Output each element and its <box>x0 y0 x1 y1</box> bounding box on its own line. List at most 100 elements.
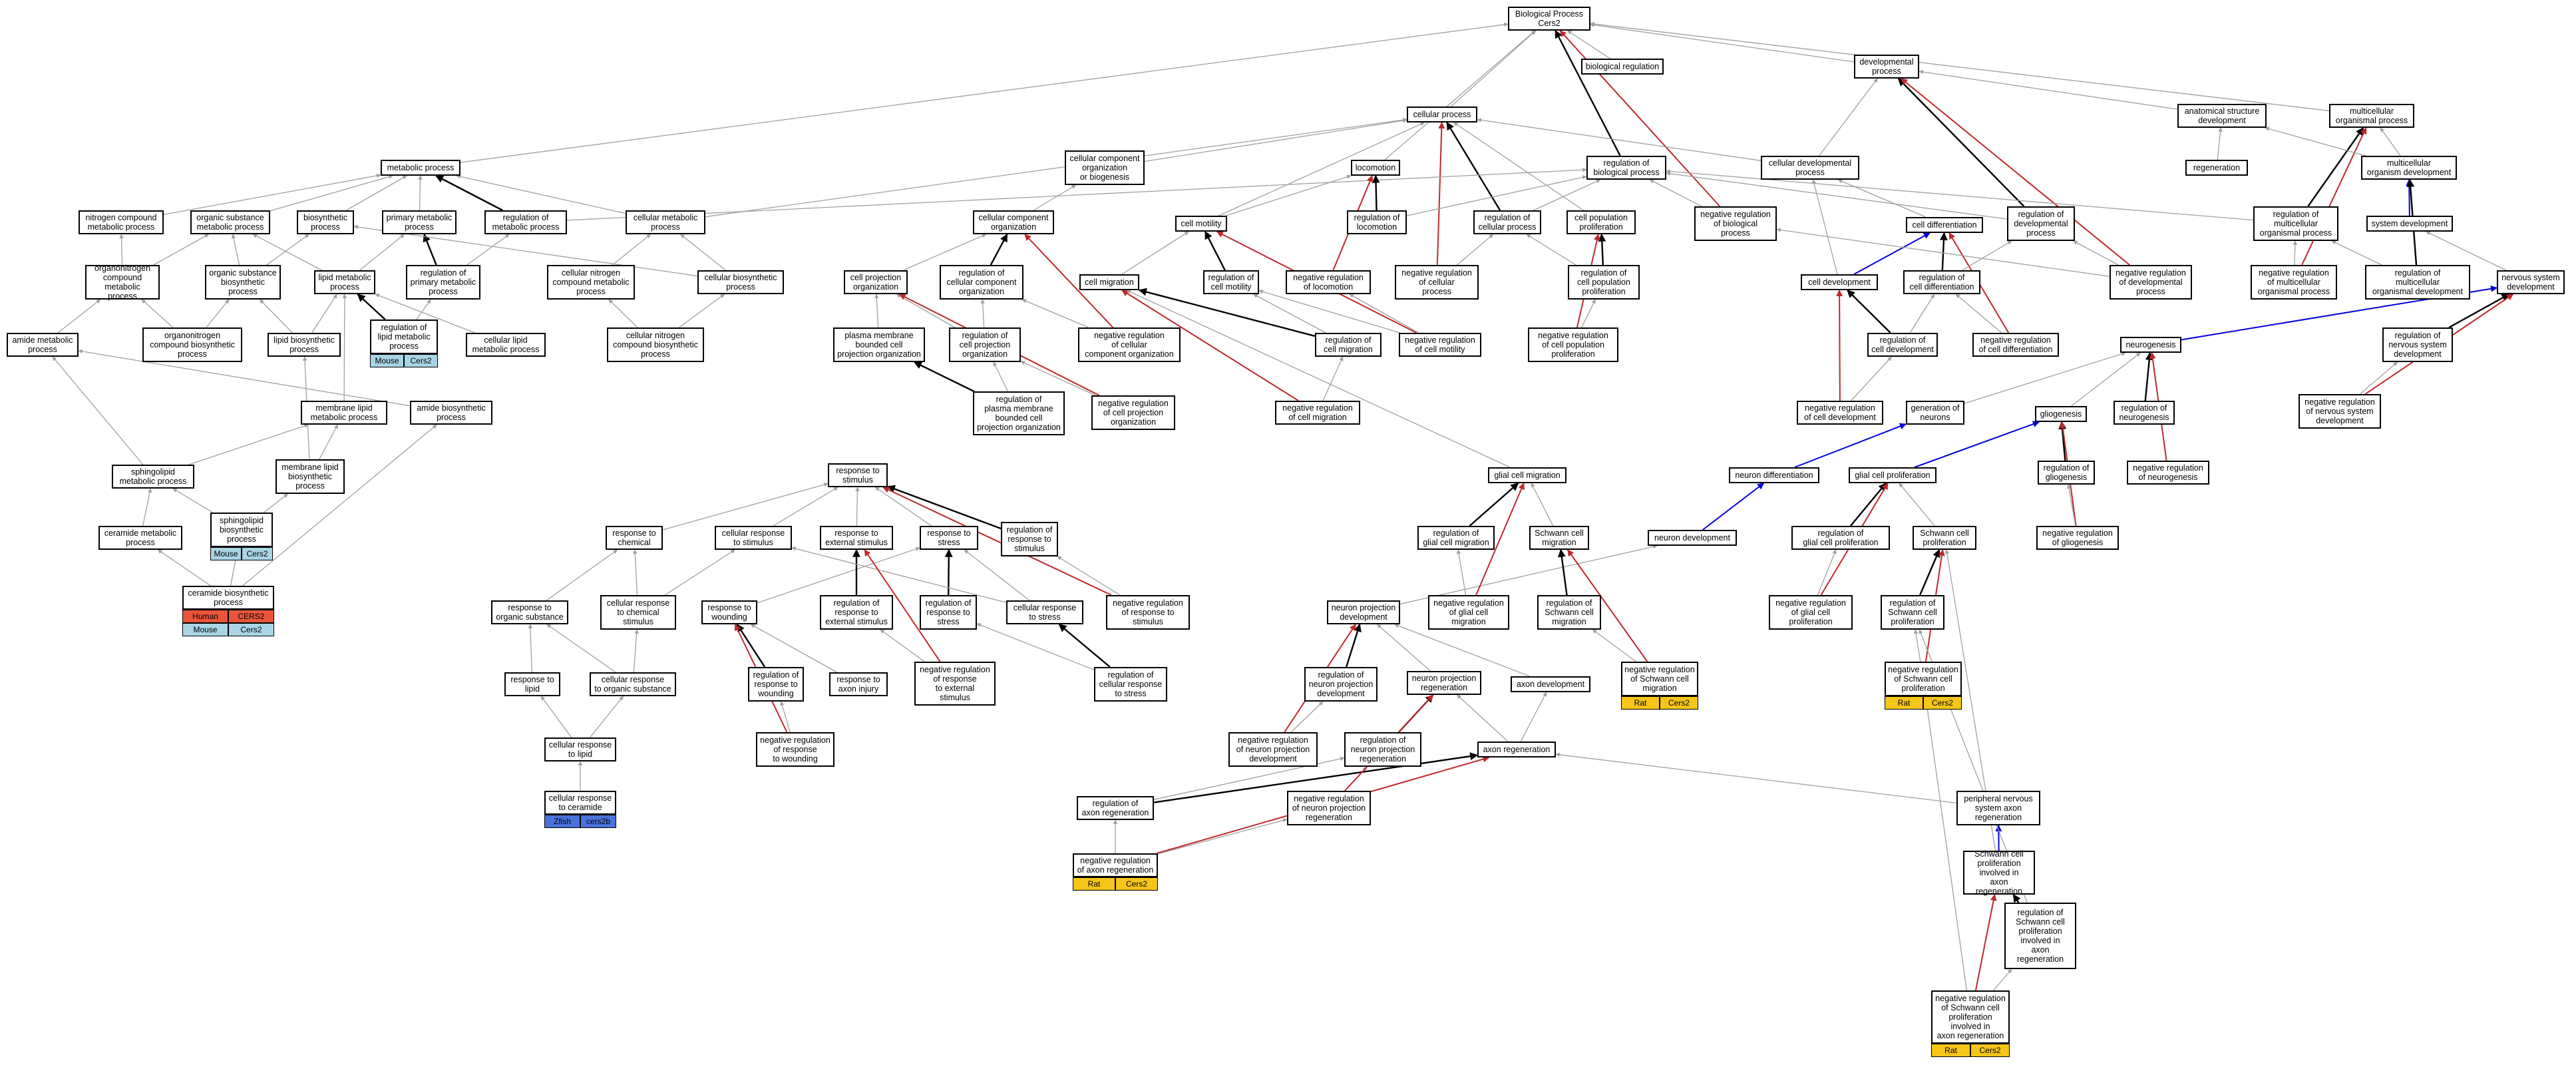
node-regmultiproc[interactable]: regulation of multicellular organismal p… <box>2253 206 2338 241</box>
node-negregschwannprol[interactable]: negative regulation of Schwann cell prol… <box>1885 662 1962 696</box>
node-negregglialmig[interactable]: negative regulation of glial cell migrat… <box>1428 595 1509 630</box>
node-negregneurogen[interactable]: negative regulation of neurogenesis <box>2127 461 2209 485</box>
node-biosyn[interactable]: biosynthetic process <box>297 210 354 234</box>
node-glialmig[interactable]: glial cell migration <box>1488 467 1566 483</box>
node-neurprojdev[interactable]: neuron projection development <box>1327 600 1400 624</box>
node-cellproc[interactable]: cellular process <box>1407 106 1477 122</box>
node-respchem[interactable]: response to chemical <box>606 526 663 550</box>
node-pmbcp[interactable]: plasma membrane bounded cell projection … <box>833 327 925 362</box>
node-amidemet[interactable]: amide metabolic process <box>7 333 79 357</box>
node-respaxon[interactable]: response to axon injury <box>829 672 888 696</box>
node-resplipid[interactable]: response to lipid <box>504 672 560 696</box>
node-ccorg2[interactable]: cellular component organization <box>973 210 1054 234</box>
node-regmet[interactable]: regulation of metabolic process <box>484 210 567 234</box>
node-schwannmig[interactable]: Schwann cell migration <box>1529 526 1589 550</box>
node-regprim[interactable]: regulation of primary metabolic process <box>406 265 480 300</box>
node-neurogen[interactable]: neurogenesis <box>2120 337 2181 353</box>
node-negregcp[interactable]: negative regulation of cellular process <box>1395 265 1479 300</box>
node-regmultidev[interactable]: regulation of multicellular organismal d… <box>2365 265 2470 300</box>
node-regschwannprolaxon[interactable]: regulation of Schwann cell proliferation… <box>2004 903 2076 969</box>
node-multidev[interactable]: multicellular organism development <box>2361 156 2457 180</box>
node-neurprojregen[interactable]: neuron projection regeneration <box>1407 671 1481 695</box>
node-bioreg[interactable]: biological regulation <box>1581 59 1664 75</box>
node-regglialprol[interactable]: regulation of glial cell proliferation <box>1791 526 1890 550</box>
node-negregcelldev[interactable]: negative regulation of cell development <box>1797 401 1883 425</box>
node-amidebio[interactable]: amide biosynthetic process <box>410 401 492 425</box>
node-orgsubbio[interactable]: organic substance biosynthetic process <box>205 265 281 300</box>
node-cellmot[interactable]: cell motility <box>1175 216 1227 232</box>
node-regcp[interactable]: regulation of cellular process <box>1473 210 1541 234</box>
node-axondev[interactable]: axon development <box>1511 676 1590 692</box>
node-cellbio[interactable]: cellular biosynthetic process <box>697 270 784 294</box>
node-cellnitrobio[interactable]: cellular nitrogen compound biosynthetic … <box>607 327 704 362</box>
node-celldevproc[interactable]: cellular developmental process <box>1761 156 1859 180</box>
node-regcellrespstress[interactable]: regulation of cellular response to stres… <box>1094 667 1167 702</box>
node-primmet[interactable]: primary metabolic process <box>382 210 457 234</box>
node-regaxonregen[interactable]: regulation of axon regeneration <box>1077 796 1154 820</box>
node-negregnsdev[interactable]: negative regulation of nervous system de… <box>2299 394 2381 429</box>
node-cellpopprol[interactable]: cell population proliferation <box>1566 210 1636 234</box>
node-negregmulti[interactable]: negative regulation of multicellular org… <box>2251 265 2337 300</box>
node-orgnitro[interactable]: organonitrogen compound metabolic proces… <box>85 264 160 301</box>
node-regneurprojdev[interactable]: regulation of neuron projection developm… <box>1304 667 1378 702</box>
node-negregcelldiff[interactable]: negative regulation of cell differentiat… <box>1972 333 2059 357</box>
node-negregcellmig[interactable]: negative regulation of cell migration <box>1275 401 1360 425</box>
node-celldiff[interactable]: cell differentiation <box>1906 217 1983 233</box>
node-regcpo[interactable]: regulation of cell projection organizati… <box>949 327 1021 362</box>
node-sphingo[interactable]: sphingolipid metabolic process <box>112 465 194 489</box>
node-anatdev[interactable]: anatomical structure development <box>2177 104 2267 128</box>
node-regglialmig[interactable]: regulation of glial cell migration <box>1417 526 1495 550</box>
node-memlipid[interactable]: membrane lipid metabolic process <box>301 401 387 425</box>
node-nitrocmp[interactable]: nitrogen compound metabolic process <box>79 210 164 234</box>
node-metab[interactable]: metabolic process <box>381 160 460 176</box>
node-regcelldev[interactable]: regulation of cell development <box>1867 333 1938 357</box>
node-regrespext[interactable]: regulation of response to external stimu… <box>820 595 893 630</box>
node-negregdev[interactable]: negative regulation of developmental pro… <box>2110 265 2192 300</box>
node-orgnitrobio[interactable]: organonitrogen compound biosynthetic pro… <box>142 327 242 362</box>
node-regschwannmig[interactable]: regulation of Schwann cell migration <box>1537 595 1601 630</box>
node-celldev[interactable]: cell development <box>1801 274 1878 290</box>
node-negregrespstim[interactable]: negative regulation of response to stimu… <box>1106 595 1190 630</box>
node-bp[interactable]: Biological Process Cers2 <box>1508 7 1590 31</box>
node-lipidmet[interactable]: lipid metabolic process <box>314 270 375 294</box>
node-regbp[interactable]: regulation of biological process <box>1586 156 1666 180</box>
node-regneurogen[interactable]: regulation of neurogenesis <box>2114 401 2175 425</box>
node-memlipidbio[interactable]: membrane lipid biosynthetic process <box>276 459 345 494</box>
node-neurdev[interactable]: neuron development <box>1648 530 1737 546</box>
node-regcellmot[interactable]: regulation of cell motility <box>1203 270 1259 294</box>
node-regcellmig[interactable]: regulation of cell migration <box>1315 333 1381 357</box>
node-reggliogen[interactable]: regulation of gliogenesis <box>2038 461 2095 485</box>
node-regcellpop[interactable]: regulation of cell population proliferat… <box>1568 265 1640 300</box>
node-schwannprolaxon[interactable]: Schwann cell proliferation involved in a… <box>1963 849 2035 896</box>
node-respwound[interactable]: response to wounding <box>701 600 757 624</box>
node-regpmbcp[interactable]: regulation of plasma membrane bounded ce… <box>973 391 1065 435</box>
node-respstress[interactable]: response to stress <box>920 526 978 550</box>
node-negregcco[interactable]: negative regulation of cellular componen… <box>1078 327 1181 362</box>
node-cellproj[interactable]: cell projection organization <box>844 270 908 294</box>
node-cellresporg[interactable]: cellular response to organic substance <box>590 672 676 696</box>
node-neurdiff[interactable]: neuron differentiation <box>1729 467 1819 483</box>
node-reglipid[interactable]: regulation of lipid metabolic process <box>370 320 438 354</box>
node-negregcellmot[interactable]: negative regulation of cell motility <box>1399 333 1481 357</box>
node-devproc[interactable]: developmental process <box>1854 55 1919 79</box>
node-lipidbio[interactable]: lipid biosynthetic process <box>268 333 341 357</box>
node-respstim[interactable]: response to stimulus <box>828 463 888 487</box>
node-cellrespcer[interactable]: cellular response to ceramide <box>544 791 616 815</box>
node-cellmig[interactable]: cell migration <box>1079 274 1139 290</box>
node-ceramidebio[interactable]: ceramide biosynthetic process <box>182 586 274 610</box>
node-schwannprol[interactable]: Schwann cell proliferation <box>1913 526 1976 550</box>
node-negregcpo[interactable]: negative regulation of cell projection o… <box>1091 395 1175 430</box>
node-glialprol[interactable]: glial cell proliferation <box>1849 467 1936 483</box>
node-orgsubst[interactable]: organic substance metabolic process <box>190 210 270 234</box>
node-regloc[interactable]: regulation of locomotion <box>1347 210 1407 234</box>
node-regen[interactable]: regeneration <box>2185 160 2248 176</box>
node-cellrespstress[interactable]: cellular response to stress <box>1006 600 1083 624</box>
node-regrespstress[interactable]: regulation of response to stress <box>920 595 977 630</box>
node-negregschwannmig[interactable]: negative regulation of Schwann cell migr… <box>1621 662 1698 696</box>
node-ccorg[interactable]: cellular component organization or bioge… <box>1065 150 1145 185</box>
node-negregneurprojdev[interactable]: negative regulation of neuron projection… <box>1228 732 1318 767</box>
node-sphingobio[interactable]: sphingolipid biosynthetic process <box>210 513 273 547</box>
node-respext[interactable]: response to external stimulus <box>820 526 893 550</box>
node-negregcellpop[interactable]: negative regulation of cell population p… <box>1528 327 1618 362</box>
node-regschwannprol[interactable]: regulation of Schwann cell proliferation <box>1881 595 1944 630</box>
